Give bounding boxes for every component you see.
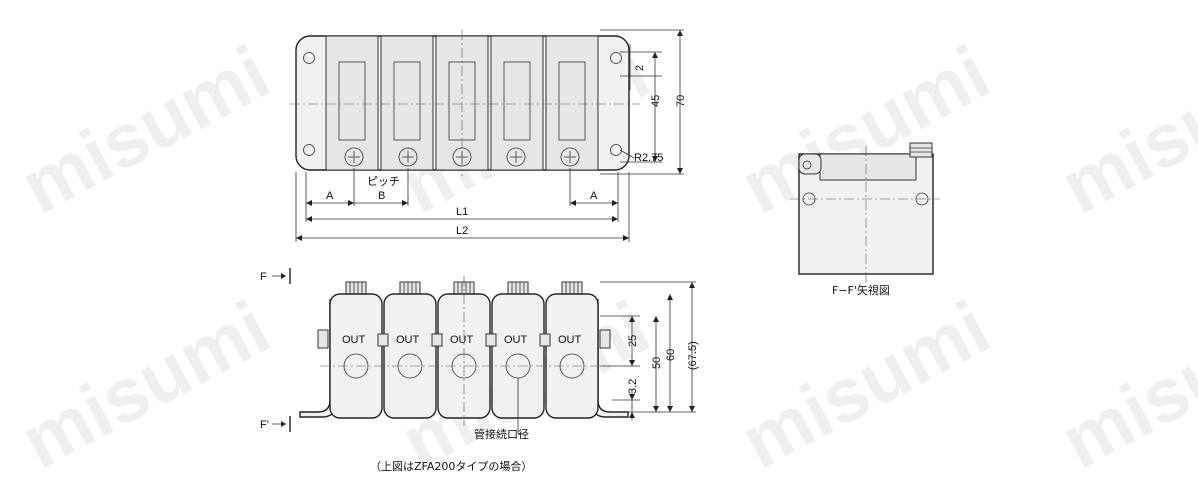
dim-b-label: B <box>378 190 385 202</box>
watermark: misumi <box>8 285 283 485</box>
dim-l1-label: L1 <box>456 206 468 218</box>
dim-a-left-label: A <box>326 190 334 202</box>
pipe-port-label: 管接続口径 <box>474 427 529 441</box>
dim-50-label: 50 <box>651 357 663 369</box>
dim-45-label: 45 <box>650 95 662 107</box>
out-port-label: OUT <box>558 334 582 346</box>
out-port-label: OUT <box>504 334 528 346</box>
pitch-label: ピッチ <box>367 175 400 188</box>
top-view: ピッチ A B A L1 L2 2 45 70 R2.75 <box>290 29 687 242</box>
dim-2-label: 2 <box>634 65 646 71</box>
dim-60-label: 60 <box>665 349 677 361</box>
front-module-array <box>329 281 599 419</box>
type-note: （上図はZFA200タイプの場合） <box>370 459 532 473</box>
side-top-block <box>819 153 917 181</box>
vertical-dimensions <box>600 29 684 175</box>
watermark: misumi <box>8 30 283 230</box>
front-module <box>383 281 437 419</box>
side-tab <box>798 153 822 175</box>
mount-hole <box>303 52 315 64</box>
watermark: misumi <box>728 285 1003 485</box>
watermark: misumi <box>1048 30 1198 230</box>
side-knob <box>909 142 933 158</box>
front-view: F F' <box>260 268 699 435</box>
out-port-label: OUT <box>450 334 474 346</box>
module <box>325 35 379 171</box>
dim-67-5-label: (67.5) <box>687 341 699 370</box>
front-module <box>329 281 383 419</box>
section-mark-top: F <box>260 271 267 283</box>
out-port-label: OUT <box>396 334 420 346</box>
module <box>545 35 599 171</box>
radius-leader <box>619 149 635 159</box>
dim-70-label: 70 <box>675 95 687 107</box>
side-view <box>790 142 940 282</box>
side-view-caption: F−F'矢視図 <box>832 283 890 297</box>
out-port-label: OUT <box>342 334 366 346</box>
module <box>380 35 434 171</box>
front-dimensions <box>600 281 696 420</box>
mount-hole <box>610 144 622 156</box>
horizontal-dimensions <box>295 168 630 242</box>
dim-l2-label: L2 <box>456 225 468 237</box>
dim-25-label: 25 <box>627 335 639 347</box>
radius-label: R2.75 <box>634 152 663 164</box>
front-module <box>545 281 599 419</box>
dim-a-right-label: A <box>590 190 598 202</box>
section-mark-bottom: F' <box>260 419 269 431</box>
mount-hole <box>610 52 622 64</box>
module-array <box>325 35 599 171</box>
module <box>490 35 544 171</box>
watermark: misumi <box>1048 285 1198 485</box>
dim-3-2-label: 3.2 <box>627 379 639 394</box>
mount-hole <box>303 144 315 156</box>
